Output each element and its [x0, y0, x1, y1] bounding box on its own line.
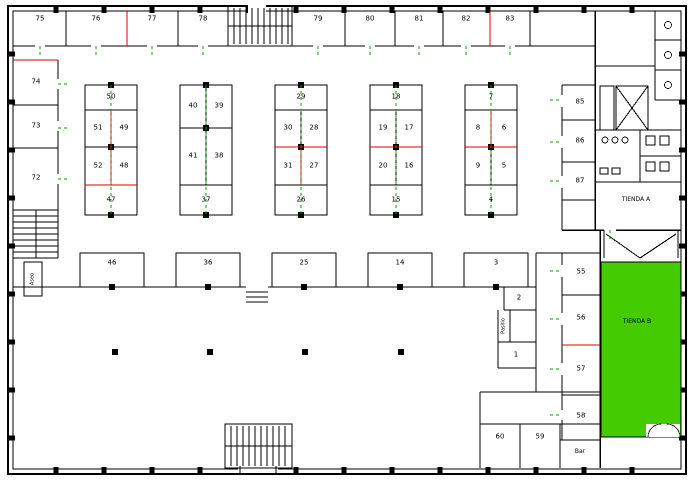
wall-pilasters: [7, 5, 687, 475]
stairs-bottom: [224, 423, 293, 469]
red-partition-marks: [13, 11, 600, 346]
door-marks-green: [39, 46, 611, 416]
interior-walls: [13, 6, 681, 468]
elevator-icon: [599, 85, 649, 131]
outer-walls: [7, 5, 687, 475]
structural-columns: [108, 82, 499, 355]
entrance-gaps: [238, 5, 278, 474]
stairs-left: [13, 210, 58, 258]
door-swing-icon: [647, 423, 681, 438]
entrance-chevron: [605, 233, 677, 259]
tienda-b-area: [600, 233, 682, 438]
stairs-top: [228, 8, 292, 44]
wc-fixtures-icon: [599, 21, 672, 175]
